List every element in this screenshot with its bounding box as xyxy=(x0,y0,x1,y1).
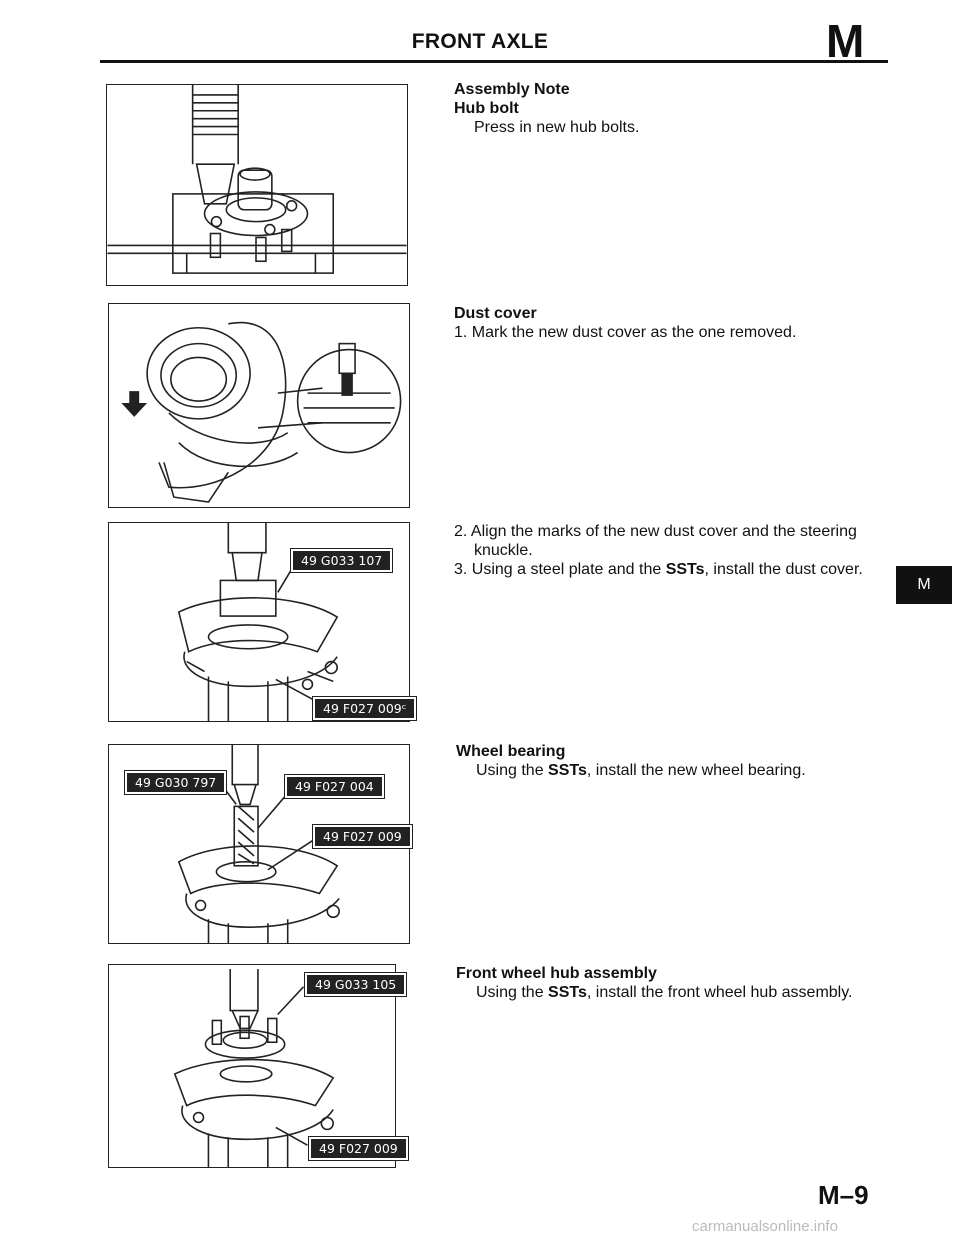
hub-bolt-press-illustration xyxy=(107,85,407,274)
tool-label: 49 G033 107 xyxy=(289,548,394,573)
dust-cover-install-illustration xyxy=(177,523,339,721)
tool-label: 49 F027 009 xyxy=(308,1136,409,1161)
section-text: Using the SSTs, install the front wheel … xyxy=(476,984,853,1001)
hub-assembly-illustration xyxy=(173,968,335,1167)
section-text: Press in new hub bolts. xyxy=(474,119,640,136)
section-dust-cover-install: 2. Align the marks of the new dust cover… xyxy=(454,522,894,579)
figure-dust-cover-install: 49 G033 107 49 F027 009ᶜ xyxy=(108,522,418,722)
tool-label: 49 F027 009ᶜ xyxy=(311,696,418,721)
step-3: 3. Using a steel plate and the SSTs, ins… xyxy=(454,561,863,578)
page-title: FRONT AXLE xyxy=(411,30,549,53)
section-wheel-bearing: Wheel bearing Using the SSTs, install th… xyxy=(456,742,876,780)
section-tab-m: M xyxy=(896,566,952,604)
step-1: 1. Mark the new dust cover as the one re… xyxy=(454,324,797,341)
step-2: 2. Align the marks of the new dust cover… xyxy=(454,523,857,540)
watermark: carmanualsonline.info xyxy=(692,1218,838,1235)
dust-cover-illustration xyxy=(121,321,402,503)
tool-label: 49 G030 797 xyxy=(123,770,228,795)
arrow-down-icon xyxy=(121,391,148,417)
page-number: M–9 xyxy=(818,1180,869,1210)
step-2-cont: knuckle. xyxy=(474,542,533,559)
section-hub-assembly: Front wheel hub assembly Using the SSTs,… xyxy=(456,964,886,1002)
tool-label: 49 F027 009 xyxy=(312,824,413,849)
section-heading: Assembly Note xyxy=(454,81,570,98)
tool-label: 49 G033 105 xyxy=(303,972,408,997)
section-heading: Dust cover xyxy=(454,305,537,322)
header-rule xyxy=(100,60,888,63)
section-subheading: Hub bolt xyxy=(454,100,519,117)
section-heading: Front wheel hub assembly xyxy=(456,965,657,982)
figure-hub-bolt-press xyxy=(106,84,408,286)
section-dust-cover: Dust cover 1. Mark the new dust cover as… xyxy=(454,304,884,342)
section-text: Using the SSTs, install the new wheel be… xyxy=(476,762,806,779)
section-heading: Wheel bearing xyxy=(456,743,566,760)
figure-wheel-bearing-install: 49 G030 797 49 F027 004 49 F027 009 xyxy=(108,744,413,944)
figure-hub-assembly-install: 49 G033 105 49 F027 009 xyxy=(108,964,409,1168)
section-hub-bolt: Assembly Note Hub bolt Press in new hub … xyxy=(454,80,874,137)
tool-label: 49 F027 004 xyxy=(284,774,385,799)
figure-dust-cover-mark xyxy=(108,303,410,508)
section-letter: M xyxy=(826,15,865,67)
